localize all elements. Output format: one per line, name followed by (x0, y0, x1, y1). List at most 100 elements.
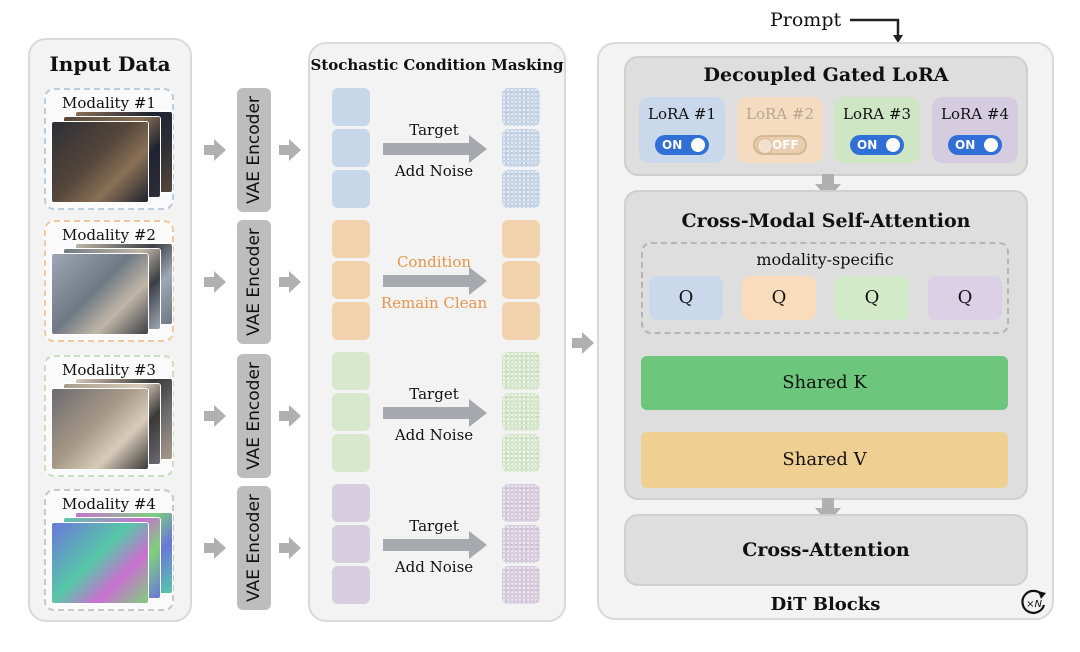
mask-action-label: Add Noise (394, 162, 474, 180)
shared-k-bar: Shared K (641, 356, 1008, 410)
input-data-title: Input Data (49, 52, 171, 76)
prompt-arrow-icon (850, 18, 903, 43)
arrow-right-icon (204, 139, 226, 161)
lora-card: LoRA #2 OFF (737, 97, 823, 163)
mask-action-label: Remain Clean (380, 294, 488, 312)
down-arrow-icon (815, 174, 841, 199)
repeat-label: ×N (1026, 599, 1042, 610)
clean-token (502, 261, 540, 299)
modality-specific-label: modality-specific (756, 250, 894, 269)
modality-image (52, 122, 148, 202)
arrow-right-icon (279, 405, 301, 427)
modality-label: Modality #2 (62, 226, 156, 244)
arrow-right-icon (204, 405, 226, 427)
arrow-right-icon (279, 537, 301, 559)
down-arrow-icon (815, 498, 841, 523)
mask-role-label: Target (409, 121, 459, 139)
query-box: Q (742, 276, 816, 320)
arrow-to-dit-icon (572, 332, 594, 354)
cross-attention-block (624, 514, 1028, 586)
lora-card: LoRA #3 ON (834, 97, 920, 163)
modality-label: Modality #1 (62, 94, 156, 112)
toggle-state-label: ON (857, 138, 878, 152)
lora-card: LoRA #1 ON (639, 97, 725, 163)
query-box: Q (649, 276, 723, 320)
shared-v-label: Shared V (782, 449, 867, 470)
latent-token (332, 393, 370, 431)
lora-label: LoRA #2 (746, 105, 814, 123)
lora-toggle[interactable]: ON (850, 135, 904, 155)
modality-image (52, 254, 148, 334)
lora-label: LoRA #3 (843, 105, 911, 123)
repeat-icon: ×N (1021, 589, 1046, 614)
noisy-token (502, 88, 540, 126)
latent-token (332, 484, 370, 522)
masking-arrow-icon (383, 135, 487, 163)
noisy-token (502, 393, 540, 431)
latent-token (332, 566, 370, 604)
toggle-state-label: ON (955, 138, 976, 152)
noisy-token (502, 566, 540, 604)
latent-token (332, 170, 370, 208)
mask-role-label: Condition (396, 253, 472, 271)
latent-token (332, 220, 370, 258)
noisy-token (502, 525, 540, 563)
noisy-token (502, 170, 540, 208)
toggle-knob-icon (757, 138, 773, 154)
cross-attention-title: Cross-Attention (742, 539, 910, 561)
latent-token (332, 434, 370, 472)
toggle-state-label: ON (662, 138, 683, 152)
lora-title: Decoupled Gated LoRA (703, 64, 949, 86)
modality-specific-group (641, 242, 1009, 334)
vae-encoder-label: VAE Encoder (244, 494, 264, 602)
lora-label: LoRA #1 (648, 105, 716, 123)
lora-toggle[interactable]: ON (948, 135, 1002, 155)
clean-token (502, 302, 540, 340)
query-box: Q (928, 276, 1002, 320)
masking-title: Stochastic Condition Masking (310, 56, 564, 74)
vae-encoder-label: VAE Encoder (244, 96, 264, 204)
clean-token (502, 220, 540, 258)
masking-arrow-icon (383, 399, 487, 427)
toggle-knob-icon (691, 138, 705, 152)
mask-action-label: Add Noise (394, 558, 474, 576)
dit-blocks-title: DiT Blocks (770, 594, 881, 615)
vae-encoder-label: VAE Encoder (244, 362, 264, 470)
modality-image (52, 523, 148, 603)
noisy-token (502, 434, 540, 472)
modality-image (52, 389, 148, 469)
toggle-knob-icon (984, 138, 998, 152)
noisy-token (502, 129, 540, 167)
arrow-right-icon (279, 271, 301, 293)
lora-toggle[interactable]: OFF (753, 135, 807, 155)
arrow-right-icon (204, 271, 226, 293)
latent-token (332, 302, 370, 340)
noisy-token (502, 352, 540, 390)
vae-encoder: VAE Encoder (237, 88, 271, 212)
masking-arrow-icon (383, 267, 487, 295)
latent-token (332, 525, 370, 563)
latent-token (332, 261, 370, 299)
vae-encoder-label: VAE Encoder (244, 228, 264, 336)
toggle-knob-icon (886, 138, 900, 152)
toggle-state-label: OFF (772, 138, 799, 152)
lora-card: LoRA #4 ON (932, 97, 1018, 163)
latent-token (332, 352, 370, 390)
vae-encoder: VAE Encoder (237, 354, 271, 478)
latent-token (332, 88, 370, 126)
vae-encoder: VAE Encoder (237, 486, 271, 610)
arrow-right-icon (204, 537, 226, 559)
modality-label: Modality #3 (62, 361, 156, 379)
self-attention-title: Cross-Modal Self-Attention (681, 210, 971, 232)
modality-label: Modality #4 (62, 495, 156, 513)
lora-label: LoRA #4 (941, 105, 1009, 123)
lora-toggle[interactable]: ON (655, 135, 709, 155)
mask-role-label: Target (409, 385, 459, 403)
prompt-label: Prompt (770, 9, 842, 31)
shared-k-label: Shared K (782, 372, 867, 393)
mask-role-label: Target (409, 517, 459, 535)
shared-v-bar: Shared V (641, 432, 1008, 488)
vae-encoder: VAE Encoder (237, 220, 271, 344)
mask-action-label: Add Noise (394, 426, 474, 444)
noisy-token (502, 484, 540, 522)
